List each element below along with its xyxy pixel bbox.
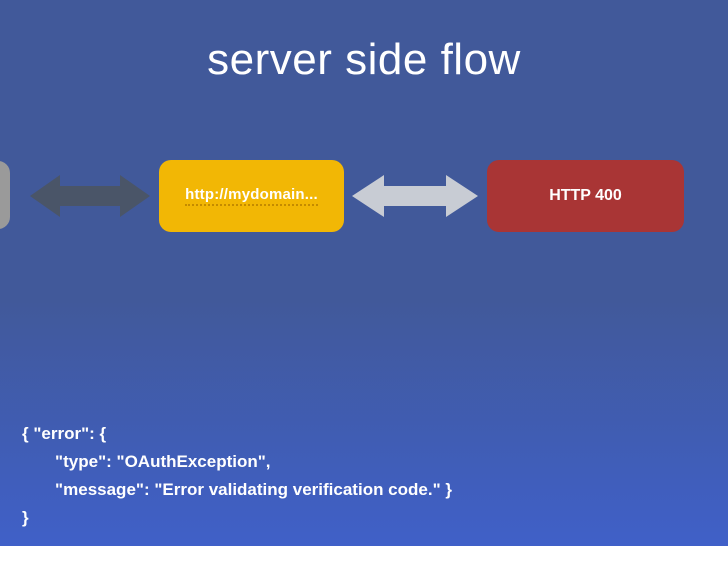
code-line-1: { "error": { bbox=[22, 424, 107, 444]
arrow-domain-to-response bbox=[352, 173, 478, 219]
arrow-client-to-domain bbox=[30, 173, 150, 219]
node-domain: http://mydomain... bbox=[159, 160, 344, 232]
page-title: server side flow bbox=[207, 35, 521, 84]
node-client bbox=[0, 161, 10, 229]
code-line-4: } bbox=[22, 508, 29, 528]
code-line-2: "type": "OAuthException", bbox=[22, 452, 271, 472]
code-line-3: "message": "Error validating verificatio… bbox=[22, 480, 452, 500]
slide-canvas: server side flow http://mydomain... HTTP… bbox=[0, 0, 728, 546]
node-http-response: HTTP 400 bbox=[487, 160, 684, 232]
double-arrow-icon bbox=[30, 175, 150, 217]
error-json-block: { "error": { "type": "OAuthException", "… bbox=[22, 392, 712, 588]
node-http-response-label: HTTP 400 bbox=[549, 187, 622, 204]
double-arrow-icon bbox=[352, 175, 478, 217]
node-domain-label: http://mydomain... bbox=[185, 186, 318, 206]
